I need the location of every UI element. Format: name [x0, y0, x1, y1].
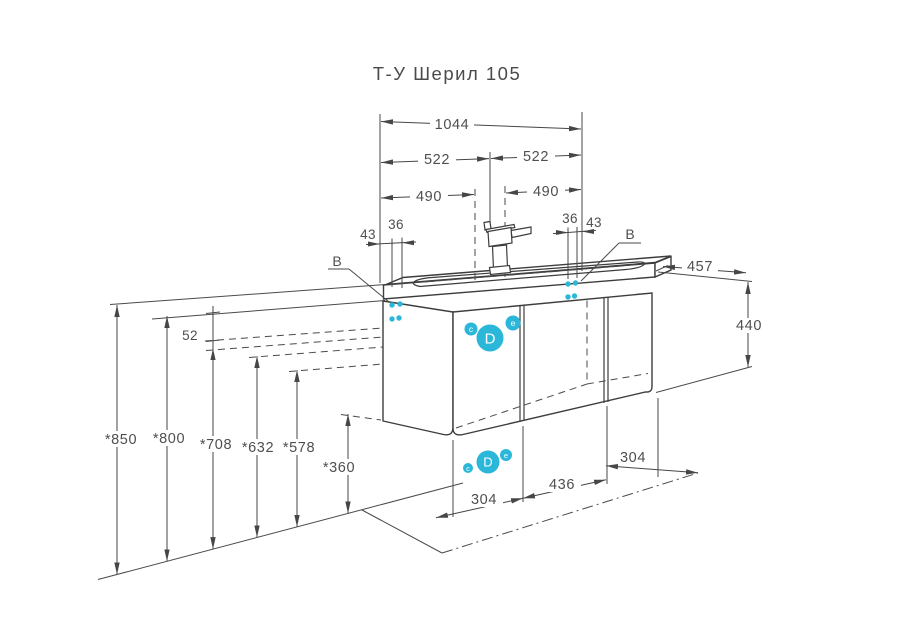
vanity-cabinet — [382, 255, 672, 436]
dim-half-right: 522 — [523, 149, 549, 165]
mount-dot — [571, 293, 578, 299]
cabinet-front-face — [452, 292, 653, 436]
door-marker-small-upper-right — [505, 315, 521, 331]
mount-point-markers: D с е D с е — [389, 280, 579, 474]
dim-height-800: *800 — [153, 431, 185, 447]
dim-height-708: *708 — [200, 437, 232, 453]
door-marker-small-letter: е — [511, 318, 516, 328]
basin-outline — [412, 261, 645, 288]
dim-overall-width: 1044 — [435, 117, 470, 133]
dim-height-360: *360 — [323, 460, 355, 476]
dim-bottom-304-left: 304 — [471, 492, 497, 508]
dim-52: 52 — [182, 328, 198, 343]
mount-dot — [565, 281, 571, 287]
dim-490-left: 490 — [416, 189, 442, 205]
mount-dot — [389, 302, 395, 308]
door-marker-letter-lower: D — [483, 455, 492, 470]
callout-b-left: В — [332, 253, 341, 269]
door-marker-small-letter: с — [469, 324, 474, 334]
dim-43-right: 43 — [586, 215, 602, 230]
dim-height-440: 440 — [736, 318, 762, 334]
mount-dot — [565, 294, 571, 300]
dim-height-850: *850 — [105, 432, 137, 448]
mount-callouts — [328, 242, 641, 303]
mount-dot — [389, 316, 395, 322]
dimension-labels: Т-У Шерил 105 1044 522 522 490 490 43 36… — [105, 63, 762, 508]
door-marker-small-letter: е — [504, 451, 508, 460]
dim-height-632: *632 — [242, 440, 274, 456]
dim-36-right: 36 — [562, 211, 578, 226]
faucet — [483, 220, 532, 276]
door-marker-small-letter: с — [466, 464, 470, 473]
page-title: Т-У Шерил 105 — [373, 63, 522, 84]
callout-b-right: В — [625, 226, 634, 242]
dim-half-left: 522 — [424, 152, 450, 168]
door-marker-small-lower-right — [500, 449, 512, 461]
dim-bottom-304-right: 304 — [620, 450, 646, 466]
door-marker-letter-upper: D — [485, 331, 496, 348]
dim-36-left: 36 — [388, 217, 404, 232]
dim-43-left: 43 — [360, 227, 376, 242]
extension-lines — [391, 112, 583, 288]
dim-depth-457: 457 — [687, 259, 713, 275]
label-backgrounds — [102, 117, 767, 507]
door-marker-small-lower-left — [463, 463, 473, 473]
mount-dot — [397, 301, 403, 307]
dim-bottom-436: 436 — [549, 477, 575, 493]
dim-height-578: *578 — [283, 440, 315, 456]
dim-490-right: 490 — [533, 184, 559, 200]
mount-dot — [572, 280, 579, 286]
door-marker-circle-lower — [476, 450, 500, 474]
mount-dot — [396, 315, 402, 321]
door-marker-circle-upper — [476, 324, 504, 352]
floor-lines — [97, 472, 699, 580]
door-marker-small-upper-left — [464, 322, 478, 336]
faucet-spout — [510, 226, 532, 239]
